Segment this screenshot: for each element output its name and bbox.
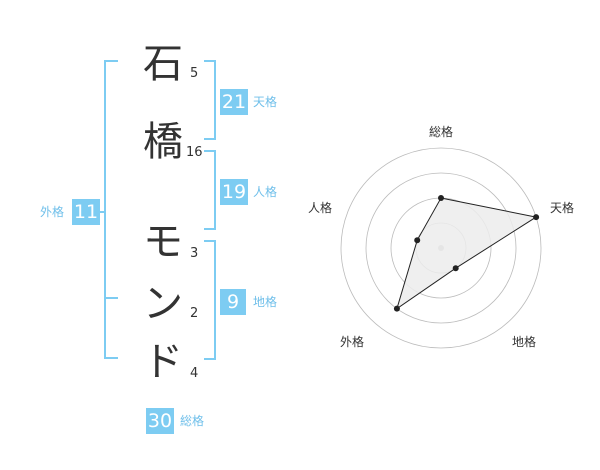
- radar-point: [393, 305, 400, 312]
- gai-bracket-connector: [96, 211, 104, 213]
- gai-value-badge: 11: [72, 199, 100, 225]
- radar-label-chi: 地格: [512, 334, 536, 349]
- stroke-count-5: 4: [190, 366, 199, 381]
- ten-label: 天格: [253, 95, 278, 109]
- radar-label-gai: 外格: [340, 334, 364, 349]
- radar-labels: 総格 天格 地格 外格 人格: [308, 124, 574, 349]
- name-char-2: 橋: [143, 119, 183, 165]
- gai-label: 外格: [40, 205, 65, 219]
- radar-grid-ring: [365, 172, 517, 324]
- name-char-5: ド: [143, 339, 183, 385]
- stroke-count-4: 2: [190, 306, 199, 321]
- name-char-4: ン: [143, 281, 183, 327]
- gai-bracket-tick: [104, 297, 118, 299]
- radar-grid-ring: [340, 147, 542, 349]
- radar-point: [438, 195, 444, 201]
- chi-label: 地格: [253, 295, 278, 309]
- chi-value-badge: 9: [220, 289, 246, 315]
- name-char-1: 石: [143, 41, 183, 87]
- radar-point: [533, 214, 540, 221]
- stroke-count-1: 5: [190, 66, 199, 81]
- gai-bracket: [104, 60, 118, 359]
- chi-bracket: [204, 240, 216, 360]
- jin-label: 人格: [253, 185, 278, 199]
- radar-label-jin: 人格: [308, 200, 332, 215]
- ten-value-badge: 21: [220, 89, 248, 115]
- name-char-3: モ: [143, 219, 183, 265]
- stroke-count-2: 16: [186, 145, 203, 160]
- ten-bracket: [204, 60, 216, 140]
- jin-value-badge: 19: [220, 179, 248, 205]
- radar-chart: 総格 天格 地格 外格 人格: [308, 124, 574, 349]
- radar-label-ten: 天格: [550, 200, 574, 215]
- radar-points: [393, 195, 540, 312]
- radar-point: [414, 237, 421, 244]
- radar-label-sou: 総格: [429, 124, 453, 139]
- sou-value-badge: 30: [146, 408, 174, 434]
- radar-point: [452, 265, 459, 272]
- jin-bracket: [204, 150, 216, 230]
- radar-area: [396, 197, 538, 310]
- stroke-count-3: 3: [190, 246, 199, 261]
- sou-label: 総格: [180, 414, 205, 428]
